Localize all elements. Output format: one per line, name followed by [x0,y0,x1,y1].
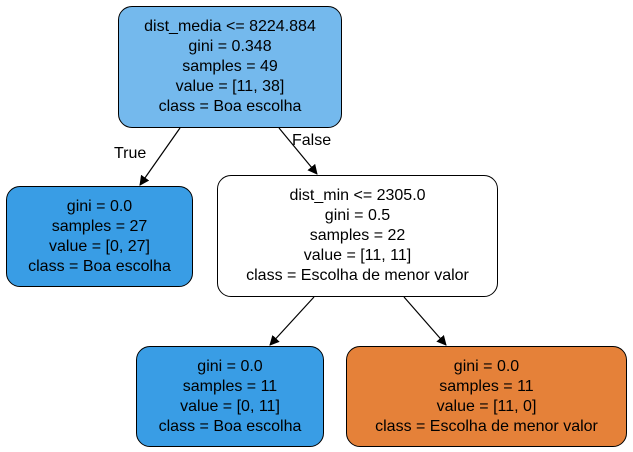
edge-label-true: True [114,145,147,162]
node-class: class = Boa escolha [158,417,302,435]
node-class: class = Boa escolha [158,98,302,115]
node-class: class = Escolha de menor valor [375,417,598,435]
node-value: value = [0, 11] [180,397,280,415]
node-class: class = Boa escolha [28,257,171,275]
tree-node-right-split: dist_min <= 2305.0 gini = 0.5 samples = … [217,175,498,297]
tree-node-left-leaf: gini = 0.0 samples = 27 value = [0, 27] … [6,186,193,287]
node-samples: samples = 27 [51,217,148,235]
node-gini: gini = 0.0 [66,197,133,215]
node-samples: samples = 22 [309,227,406,244]
node-value: value = [11, 11] [303,247,412,264]
node-gini: gini = 0.5 [324,207,391,224]
edge-right-to-right-right [403,296,447,346]
node-samples: samples = 11 [439,377,534,395]
node-value: value = [11, 38] [175,78,285,95]
tree-node-root: dist_media <= 8224.884 gini = 0.348 samp… [118,6,342,128]
node-class: class = Escolha de menor valor [246,267,469,284]
edge-right-to-right-left [269,296,315,346]
node-split-rule: dist_min <= 2305.0 [289,187,426,204]
node-gini: gini = 0.348 [188,38,272,55]
edge-label-false: False [292,132,332,149]
node-samples: samples = 49 [182,58,278,75]
node-samples: samples = 11 [182,377,278,395]
node-value: value = [11, 0] [436,397,537,415]
tree-node-right-right-leaf: gini = 0.0 samples = 11 value = [11, 0] … [346,346,627,447]
tree-node-right-left-leaf: gini = 0.0 samples = 11 value = [0, 11] … [136,346,324,447]
edge-root-to-left [139,127,181,186]
node-gini: gini = 0.0 [197,357,263,375]
edge-root-to-right [278,127,318,175]
node-split-rule: dist_media <= 8224.884 [144,18,316,35]
node-gini: gini = 0.0 [453,357,520,375]
node-value: value = [0, 27] [49,237,150,255]
